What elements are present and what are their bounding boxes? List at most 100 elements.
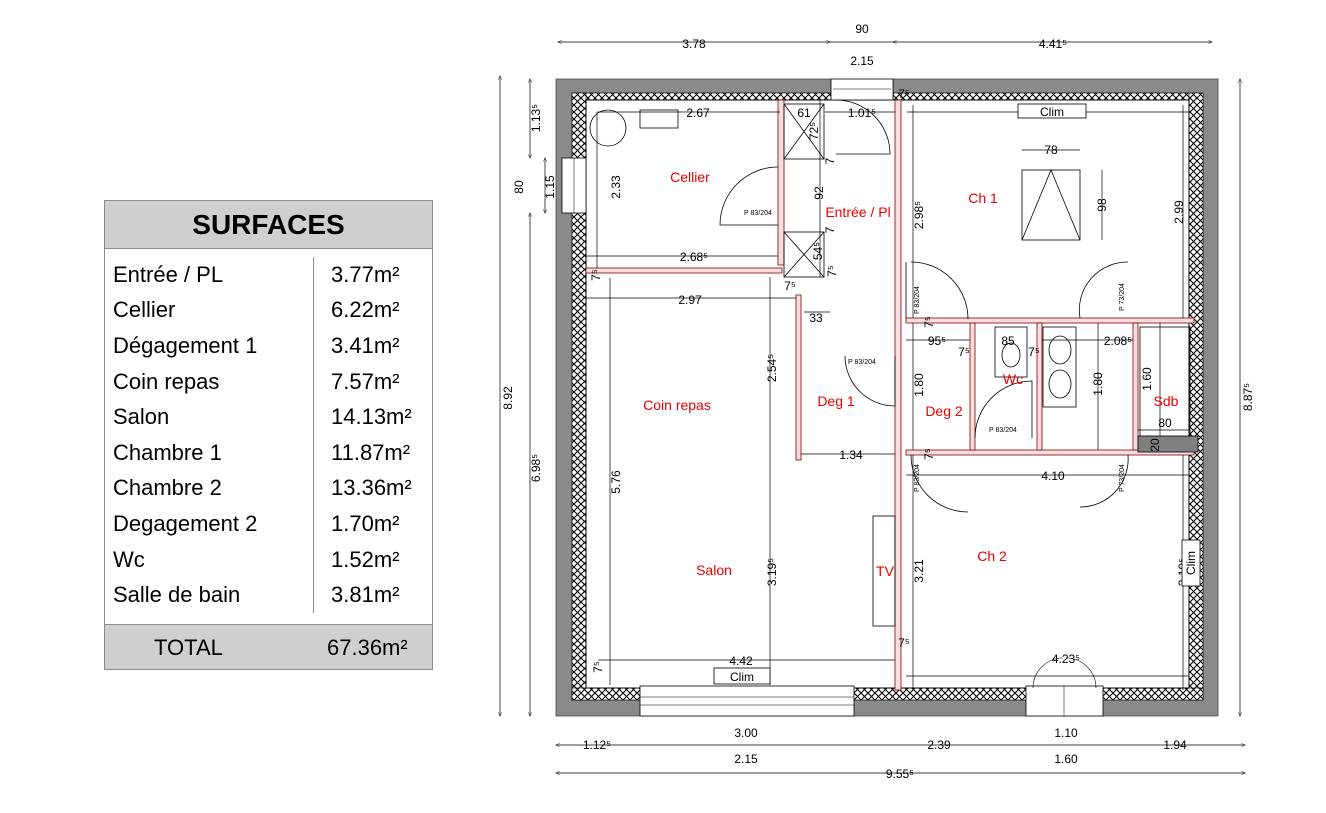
total-label: TOTAL [154,635,223,660]
dim-61: 61 [797,106,811,120]
door-tag-sdb: P 73/204 [1119,283,1126,311]
dim-545: 54⁵ [811,242,825,260]
surface-room-name: Dégagement 1 [105,328,314,364]
dim-75e: 7⁵ [1028,345,1040,359]
dim-top-215: 2.15 [850,54,874,68]
dim-bot-160: 1.60 [1054,752,1078,766]
surface-room-area: 7.57m² [331,368,400,394]
room-entree: Entrée / Pl [825,204,890,220]
dim-75g: 7⁵ [922,448,936,460]
openings [561,78,1104,717]
dim-725: 72⁵ [807,122,821,140]
door-tag-ch1: P 83/204 [914,286,921,314]
interior-partitions [585,99,1195,691]
dim-180b: 1.80 [1091,372,1105,396]
room-sdb: Sdb [1154,393,1179,409]
dim-bot-9555: 9.55⁵ [886,767,914,781]
exterior-walls [555,78,1219,717]
surface-room-name: Wc [105,541,314,578]
dim-2685: 2.68⁵ [680,250,708,264]
door-tag-ch2: P 83/204 [914,464,921,492]
dim-left-6985: 6.98⁵ [529,454,543,482]
surface-room-area: 13.36m² [331,475,412,501]
dim-2985: 2.98⁵ [912,201,926,229]
dim-20: 20 [1148,438,1162,452]
dim-75h: 7⁵ [898,636,910,650]
door-tag-deg1: P 83/204 [848,359,876,366]
dim-92: 92 [812,186,826,200]
dim-left-115: 1.15 [543,175,557,199]
dim-75d: 7⁵ [958,345,970,359]
dim-75f: 7⁵ [922,316,936,328]
dim-3195: 3.19⁵ [765,558,779,586]
dim-180a: 1.80 [912,373,926,397]
dim-left-1135: 1.13⁵ [529,104,543,132]
room-wc: Wc [1003,371,1023,387]
room-deg2: Deg 2 [925,403,963,419]
surfaces-title: SURFACES [105,201,432,249]
dim-75b: 7⁵ [589,269,603,281]
dimension-labels: 90 3.78 4.41⁵ 2.15 1.13⁵ 80 1.15 8.92 6.… [501,22,1255,781]
surface-room-name: Cellier [105,292,314,329]
clim-label-ch2: Clim [1184,551,1198,575]
dim-2085: 2.08⁵ [1104,334,1132,348]
dim-4235: 4.23⁵ [1052,652,1080,666]
dim-bot-1125: 1.12⁵ [583,738,611,752]
dim-267: 2.67 [686,106,710,120]
dim-bot-215: 2.15 [734,752,758,766]
surface-room-name: Chambre 1 [105,434,314,471]
dim-top-90: 90 [855,22,869,36]
surface-row: Chambre 1 11.87m² [105,434,432,471]
dim-top-441: 4.41⁵ [1039,37,1067,51]
dim-299: 2.99 [1172,200,1186,224]
room-deg1: Deg 1 [817,393,855,409]
dim-78: 78 [1044,143,1058,157]
dim-7a: 7 [823,157,837,164]
fixtures [589,109,1199,627]
dim-442: 4.42 [729,654,753,668]
clim-label-ch1: Clim [1040,105,1064,119]
surface-row: Degagement 2 1.70m² [105,506,432,542]
surface-room-area: 6.22m² [331,297,400,323]
dim-410: 4.10 [1041,469,1065,483]
surface-room-name: Entrée / PL [105,257,314,293]
dim-955: 95⁵ [928,334,946,348]
door-tag-cellier: P 83/204 [744,210,772,217]
dim-233: 2.33 [609,175,623,199]
surface-room-area: 11.87m² [331,439,411,465]
dim-75i: 7⁵ [591,661,605,673]
surface-room-area: 14.13m² [331,404,412,430]
dim-left-892: 8.92 [501,386,515,410]
cupboards [783,103,825,278]
surface-room-name: Degagement 2 [105,506,314,542]
clim-label-salon: Clim [730,670,754,684]
surface-room-area: 3.81m² [331,582,400,608]
dim-576: 5.76 [609,470,623,494]
dim-321: 3.21 [912,559,926,583]
surfaces-total-row: TOTAL 67.36m² [105,624,432,669]
doors [719,99,1129,513]
dim-1015: 1.01⁵ [848,106,876,120]
surface-room-name: Chambre 2 [105,470,314,507]
dim-85: 85 [1001,334,1015,348]
dim-7b: 7 [823,226,837,233]
total-value: 67.36m² [327,635,408,660]
dim-2545: 2.54⁵ [765,354,779,382]
room-cellier: Cellier [670,169,710,185]
room-coin-repas: Coin repas [643,397,711,413]
dim-75j: 7⁵ [898,87,910,101]
room-ch2: Ch 2 [977,548,1007,564]
dim-bot-300: 3.00 [734,726,758,740]
room-ch1: Ch 1 [968,190,998,206]
dim-33: 33 [809,311,823,325]
surface-room-area: 1.70m² [331,510,400,536]
dim-right-8875: 8.87⁵ [1241,383,1255,411]
dim-80: 80 [1158,416,1172,430]
